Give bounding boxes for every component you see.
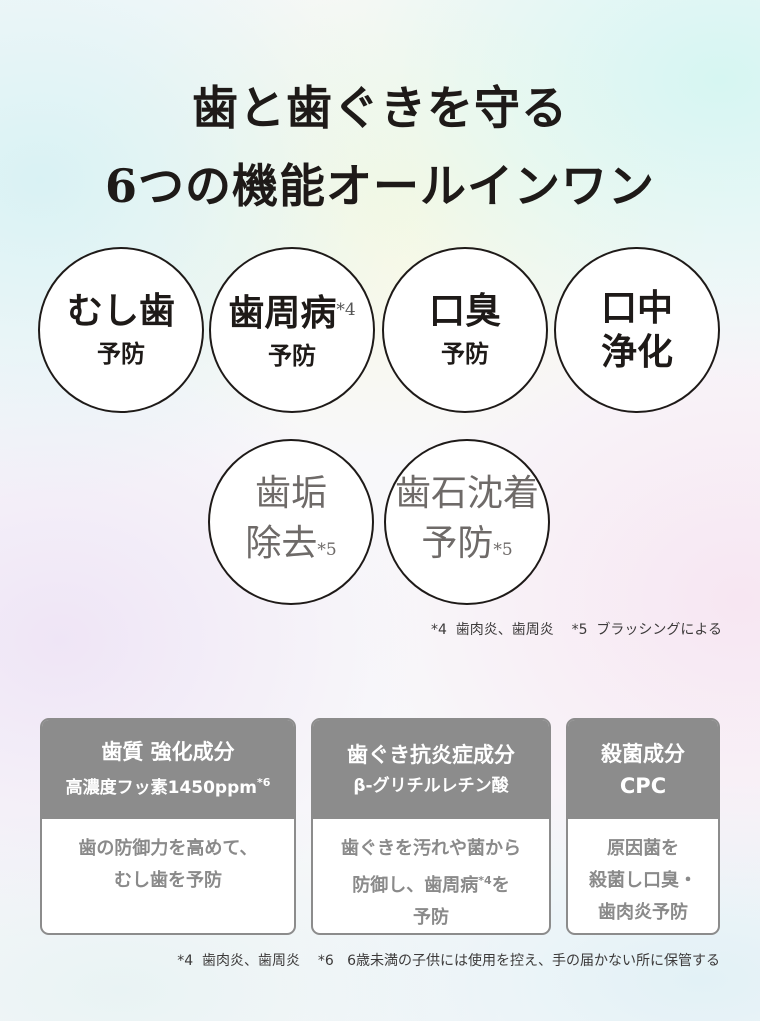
badge-main-text-line-1: 歯石沈着 [394,473,539,514]
footnote-marker: *6 [256,776,271,789]
badge-main-text-line-1: 口中 [600,287,673,329]
headline-line-1: 歯と歯ぐきを守る [192,81,568,135]
card-description: 歯ぐきを汚れや菌から 防御し、歯周病*4を 予防 [313,819,549,933]
card-subtitle: CPC [619,773,667,798]
function-badge-bad-breath-prevention: 口臭 予防 [382,247,548,413]
badge-main-text-line-1: 歯垢 [254,473,327,514]
badge-main-text: 口臭 [428,290,501,332]
description-line: を [491,875,510,896]
card-header: 殺菌成分 CPC [568,720,718,819]
card-description: 原因菌を 殺菌し口臭・ 歯肉炎予防 [568,819,718,929]
badge-main-text: むし歯 [66,290,175,332]
card-title: 歯質 強化成分 [101,740,235,764]
badge-sub-text: 予防 [268,340,316,370]
footnote-marker: *5 [317,540,337,560]
ingredient-card-fluoride: 歯質 強化成分 高濃度フッ素1450ppm*6 歯の防御力を高めて、 むし歯を予… [40,718,296,935]
function-badge-plaque-removal: 歯垢 除去*5 [208,439,374,605]
card-title: 殺菌成分 [601,741,685,766]
footnote-marker: *4 [478,874,492,887]
description-line: 防御し、歯周病 [352,875,479,896]
function-badge-periodontal-prevention: 歯周病*4 予防 [209,247,375,413]
badge-sub-text: 予防 [441,339,489,368]
ingredient-card-cpc: 殺菌成分 CPC 原因菌を 殺菌し口臭・ 歯肉炎予防 [566,718,720,935]
card-description: 歯の防御力を高めて、 むし歯を予防 [42,819,294,897]
footnote-marker: *4 [336,299,356,320]
footnote-top: *4 歯肉炎、歯周炎 *5 ブラッシングによる [431,622,722,638]
badge-main-text-line-2: 除去 [245,523,318,564]
description-line: 歯の防御力を高めて、 [78,838,258,859]
badge-main-text: 歯周病 [228,291,337,334]
card-subtitle: 高濃度フッ素1450ppm [65,778,257,798]
badge-main-text-line-2: 浄化 [600,331,673,373]
ingredient-card-glycyrrhetinic-acid: 歯ぐき抗炎症成分 β-グリチルレチン酸 歯ぐきを汚れや菌から 防御し、歯周病*4… [311,718,551,935]
function-badge-cavity-prevention: むし歯 予防 [38,247,204,413]
description-line: 歯肉炎予防 [598,902,688,923]
description-line: むし歯を予防 [114,870,222,891]
description-line: 予防 [413,907,449,928]
footnote-marker: *5 [493,540,513,560]
headline-line-2: 6つの機能オールインワン [104,159,655,213]
card-title: 歯ぐき抗炎症成分 [347,742,515,767]
card-header: 歯質 強化成分 高濃度フッ素1450ppm*6 [42,720,294,819]
function-badge-tartar-prevention: 歯石沈着 予防*5 [384,439,550,605]
badge-main-text-line-2: 予防 [421,523,494,564]
description-line: 歯ぐきを汚れや菌から [341,838,521,859]
description-line: 殺菌し口臭・ [589,870,697,891]
badge-sub-text: 予防 [97,339,145,368]
card-subtitle: β-グリチルレチン酸 [353,775,509,796]
card-header: 歯ぐき抗炎症成分 β-グリチルレチン酸 [313,720,549,819]
function-badge-mouth-cleansing: 口中 浄化 [554,247,720,413]
footnote-bottom: *4 歯肉炎、歯周炎 *6 6歳未満の子供には使用を控え、手の届かない所に保管す… [177,953,720,969]
description-line: 原因菌を [607,838,679,859]
